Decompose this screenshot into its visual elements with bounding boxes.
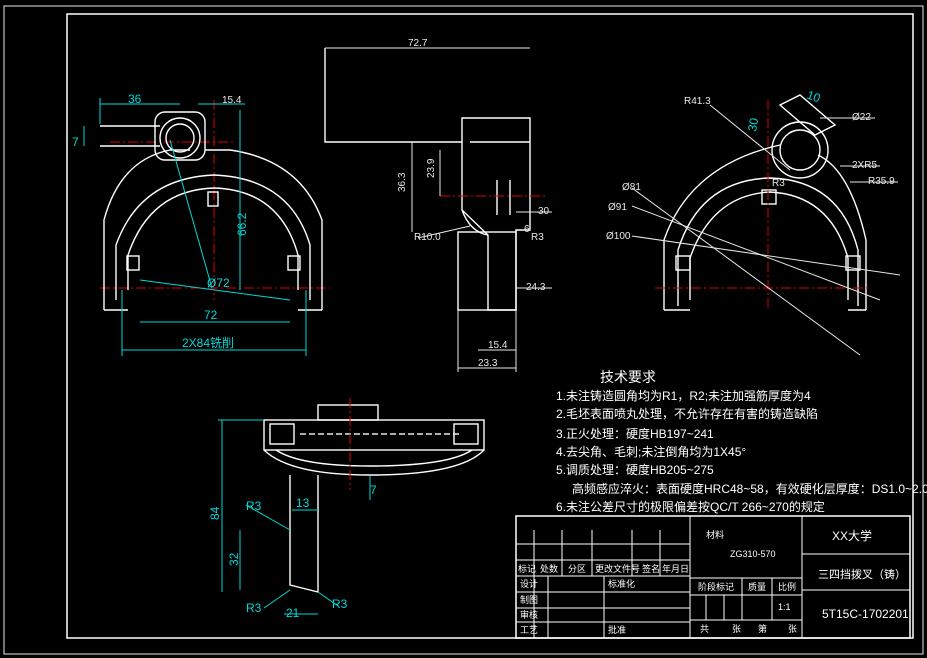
outer-frame [3,5,924,655]
tb-stage-label: 阶段标记 [698,581,734,592]
tb-approve: 批准 [608,624,626,635]
side-dim-r10: R10.0 [414,232,441,243]
front-view [100,100,330,311]
side-dim-23-9: 23.9 [426,158,437,178]
tb-sheet-4: 张 [788,624,797,634]
tb-sheet-2: 张 [732,624,741,634]
detail-dim-10: 10 [805,88,823,106]
tb-material: ZG310-570 [730,549,776,559]
front-dim-36: 36 [128,92,142,106]
tech-req-item-1: 1.未注铸造圆角均为R1，R2;未注加强筋厚度为4 [556,388,811,403]
tb-sign-process: 工艺 [520,625,538,635]
front-dim-2x84: 2X84铣削 [182,336,234,350]
detail-dim-r3: R3 [772,178,785,189]
detail-dim-2xr5: 2XR5 [852,160,877,171]
front-dim-72: 72 [204,308,218,322]
front-dim-7: 7 [72,135,79,149]
detail-dim-30: 30 [745,117,761,133]
tb-rev-header-4: 更改文件号 [595,563,640,574]
front-dim-66-2: 66.2 [235,212,249,236]
side-dim-36-3: 36.3 [397,172,408,192]
tb-sheet-3: 第 [758,623,767,634]
front-dim-phi72: Ø72 [207,276,230,290]
bottom-dim-r3-right: R3 [332,597,348,611]
detail-dim-r35-9: R35.9 [868,176,895,187]
tech-req-item-6: 6.未注公差尺寸的极限偏差按QC/T 266~270的规定 [556,499,825,514]
front-view-dimensions [83,98,307,356]
detail-view-dimensions [631,104,901,356]
tech-req-item-3: 3.正火处理：硬度HB197~241 [556,426,714,441]
detail-view [663,94,867,311]
side-dim-r3: R3 [531,232,544,243]
tb-material-label: 材料 [706,529,724,540]
tb-rev-header-2: 处数 [540,563,558,574]
bottom-view-dimensions [218,419,371,615]
bottom-dim-84: 84 [208,506,222,520]
side-dim-30: 30 [538,206,550,217]
detail-dim-r41-3: R41.3 [684,96,711,107]
tech-req-item-2: 2.毛坯表面喷丸处理，不允许存在有害的铸造缺陷 [556,406,818,421]
bottom-dim-r3-left: R3 [246,601,262,615]
tech-req-title: 技术要求 [600,369,656,385]
bottom-dim-21: 21 [286,606,300,620]
tb-rev-header-5: 签名 [642,563,660,574]
detail-dim-phi81: Ø81 [622,182,641,193]
tb-school: XX大学 [832,528,872,543]
side-dim-24-3: 24.3 [526,282,546,293]
tb-weight-label: 质量 [748,581,766,592]
detail-dim-phi91: Ø91 [608,202,627,213]
tech-req-item-5: 5.调质处理：硬度HB205~275 [556,462,714,477]
tb-scale: 1:1 [778,602,791,612]
side-view-dimensions [325,47,552,372]
front-dim-15-4: 15.4 [222,95,242,106]
tb-sign-draw: 制图 [520,594,538,605]
tb-rev-header-6: 年月日 [662,563,689,574]
bottom-dim-7: 7 [370,483,377,497]
bottom-dim-13: 13 [296,496,310,510]
tb-part-name: 三四挡拨叉（铸） [818,567,906,581]
side-dim-23-3: 23.3 [478,358,498,369]
inner-frame [66,13,914,639]
detail-dim-phi100: Ø100 [606,231,631,242]
tb-standardize: 标准化 [608,578,635,589]
tech-req-item-4: 4.去尖角、毛刺;未注倒角均为1X45° [556,444,746,459]
tb-scale-label: 比例 [778,581,796,592]
side-view [324,48,531,311]
tb-sign-check: 审核 [520,609,538,620]
detail-dim-phi22: Ø22 [852,112,871,123]
tb-rev-header-1: 标记 [518,563,536,574]
bottom-dim-32: 32 [227,552,241,566]
tb-drawing-number: 5T15C-1702201 [822,607,909,621]
tb-sheet-1: 共 [700,624,709,634]
side-dim-15-4: 15.4 [488,340,508,351]
side-dim-72-7: 72.7 [408,38,428,49]
tb-rev-header-3: 分区 [568,564,586,574]
tech-req-item-5b: 高频感应淬火：表面硬度HRC48~58，有效硬化层厚度：DS1.0~2.0 [572,481,927,496]
bottom-dim-r3-top: R3 [246,499,262,513]
side-dim-6: 6 [524,224,530,235]
tb-sign-design: 设计 [520,578,538,589]
title-block [515,515,911,639]
